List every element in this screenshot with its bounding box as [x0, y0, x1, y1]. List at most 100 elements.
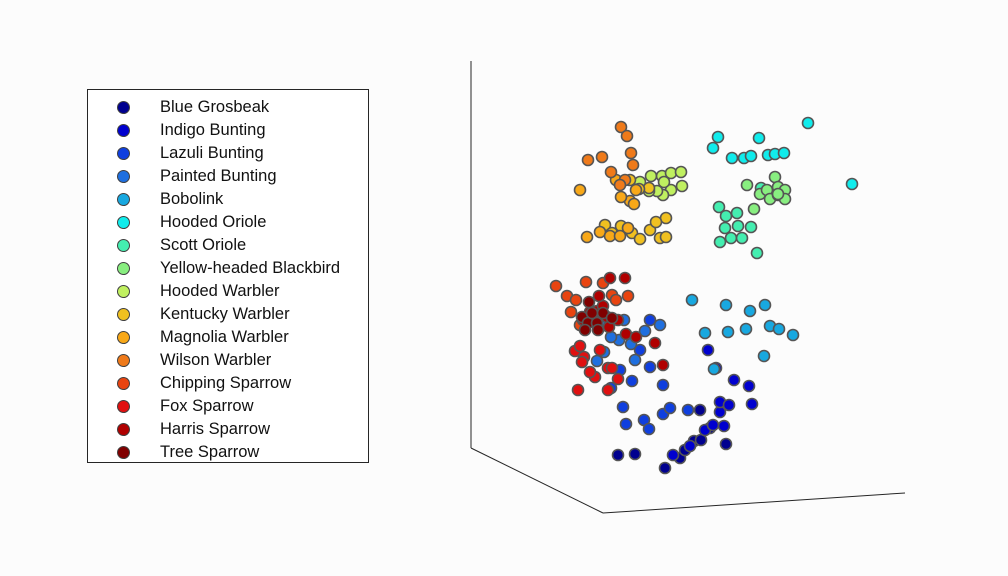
legend-label: Fox Sparrow: [160, 397, 254, 415]
legend-item: Chipping Sparrow: [88, 372, 368, 395]
data-points: [549, 116, 859, 475]
data-point: [649, 215, 663, 229]
data-point: [585, 306, 599, 320]
data-point: [591, 323, 605, 337]
data-point: [724, 231, 738, 245]
data-point: [693, 403, 707, 417]
legend-item: Wilson Warbler: [88, 349, 368, 372]
legend-marker-icon: [117, 377, 130, 390]
data-point: [643, 360, 657, 374]
data-point: [582, 295, 596, 309]
legend-label: Painted Bunting: [160, 167, 277, 185]
data-point: [713, 235, 727, 249]
data-point: [653, 318, 667, 332]
data-point: [627, 197, 641, 211]
data-point: [590, 354, 604, 368]
data-point: [569, 293, 583, 307]
data-point: [643, 313, 657, 327]
data-point: [675, 179, 689, 193]
legend-item: Magnolia Warbler: [88, 326, 368, 349]
legend-label: Harris Sparrow: [160, 420, 271, 438]
data-point: [573, 183, 587, 197]
data-point: [757, 349, 771, 363]
data-point: [707, 362, 721, 376]
data-point: [657, 175, 671, 189]
data-point: [721, 325, 735, 339]
data-point: [777, 146, 791, 160]
data-point: [772, 322, 786, 336]
legend-marker-icon: [117, 239, 130, 252]
legend-item: Painted Bunting: [88, 165, 368, 188]
data-point: [735, 231, 749, 245]
data-point: [613, 229, 627, 243]
data-point: [611, 448, 625, 462]
data-point: [656, 358, 670, 372]
legend-marker-icon: [117, 285, 130, 298]
data-point: [613, 178, 627, 192]
data-point: [742, 379, 756, 393]
data-point: [644, 169, 658, 183]
data-point: [659, 230, 673, 244]
series-tree-sparrow: [575, 295, 619, 337]
legend-marker-icon: [117, 354, 130, 367]
data-point: [616, 400, 630, 414]
data-point: [601, 383, 615, 397]
data-point: [573, 339, 587, 353]
data-point: [620, 129, 634, 143]
legend-label: Lazuli Bunting: [160, 144, 264, 162]
data-point: [725, 151, 739, 165]
legend-marker-icon: [117, 423, 130, 436]
legend-label: Chipping Sparrow: [160, 374, 292, 392]
data-point: [593, 343, 607, 357]
data-point: [592, 289, 606, 303]
data-point: [663, 401, 677, 415]
series-wilson-warbler: [581, 120, 640, 192]
legend-label: Indigo Bunting: [160, 121, 266, 139]
data-point: [624, 146, 638, 160]
data-point: [674, 165, 688, 179]
legend-item: Bobolink: [88, 188, 368, 211]
data-point: [621, 289, 635, 303]
data-point: [628, 353, 642, 367]
axis-box: [470, 61, 906, 514]
legend-item: Yellow-headed Blackbird: [88, 257, 368, 280]
data-point: [648, 336, 662, 350]
data-point: [658, 461, 672, 475]
data-point: [717, 419, 731, 433]
data-point: [609, 293, 623, 307]
legend-marker-icon: [117, 124, 130, 137]
legend-marker-icon: [117, 400, 130, 413]
data-point: [706, 418, 720, 432]
data-point: [727, 373, 741, 387]
data-point: [683, 439, 697, 453]
data-point: [740, 178, 754, 192]
legend-marker-icon: [117, 262, 130, 275]
data-point: [626, 158, 640, 172]
data-point: [752, 131, 766, 145]
data-point: [730, 206, 744, 220]
legend-marker-icon: [117, 193, 130, 206]
data-point: [605, 311, 619, 325]
legend-marker-icon: [117, 101, 130, 114]
data-point: [758, 298, 772, 312]
data-point: [801, 116, 815, 130]
data-point: [611, 372, 625, 386]
data-point: [718, 221, 732, 235]
series-indigo-bunting: [666, 343, 759, 462]
data-point: [750, 246, 764, 260]
legend-label: Kentucky Warbler: [160, 305, 290, 323]
data-point: [739, 322, 753, 336]
data-point: [614, 120, 628, 134]
data-point: [575, 355, 589, 369]
series-fox-sparrow: [568, 339, 625, 397]
data-point: [638, 324, 652, 338]
data-point: [656, 378, 670, 392]
data-point: [629, 183, 643, 197]
legend-label: Yellow-headed Blackbird: [160, 259, 341, 277]
data-point: [564, 305, 578, 319]
legend-item: Hooded Oriole: [88, 211, 368, 234]
data-point: [698, 326, 712, 340]
data-point: [578, 323, 592, 337]
data-point: [745, 397, 759, 411]
